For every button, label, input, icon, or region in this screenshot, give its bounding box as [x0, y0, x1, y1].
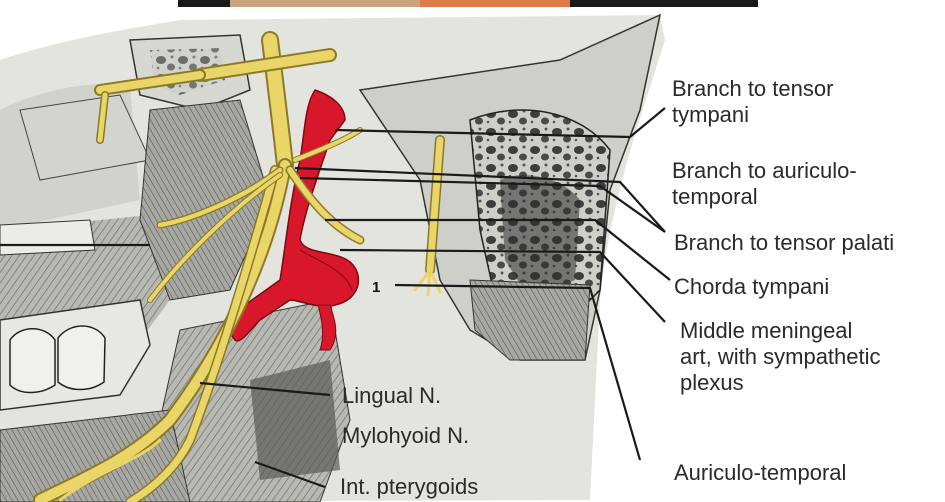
label-int-pterygoids: Int. pterygoids	[340, 474, 478, 500]
label-middle-meningeal: Middle meningeal art, with sympathetic p…	[680, 318, 881, 396]
label-tensor-tympani: Branch to tensor tympani	[672, 76, 833, 128]
label-tensor-palati: Branch to tensor palati	[674, 230, 894, 256]
top-image-strip	[178, 0, 758, 7]
label-lingual: Lingual N.	[342, 383, 441, 409]
label-chorda-tympani: Chorda tympani	[674, 274, 829, 300]
marker-number: 1	[372, 279, 380, 296]
label-auriculo-temporal: Auriculo-temporal	[674, 460, 846, 486]
label-mylohyoid: Mylohyoid N.	[342, 423, 469, 449]
label-auriculo-temporal-branch: Branch to auriculo- temporal	[672, 158, 857, 210]
